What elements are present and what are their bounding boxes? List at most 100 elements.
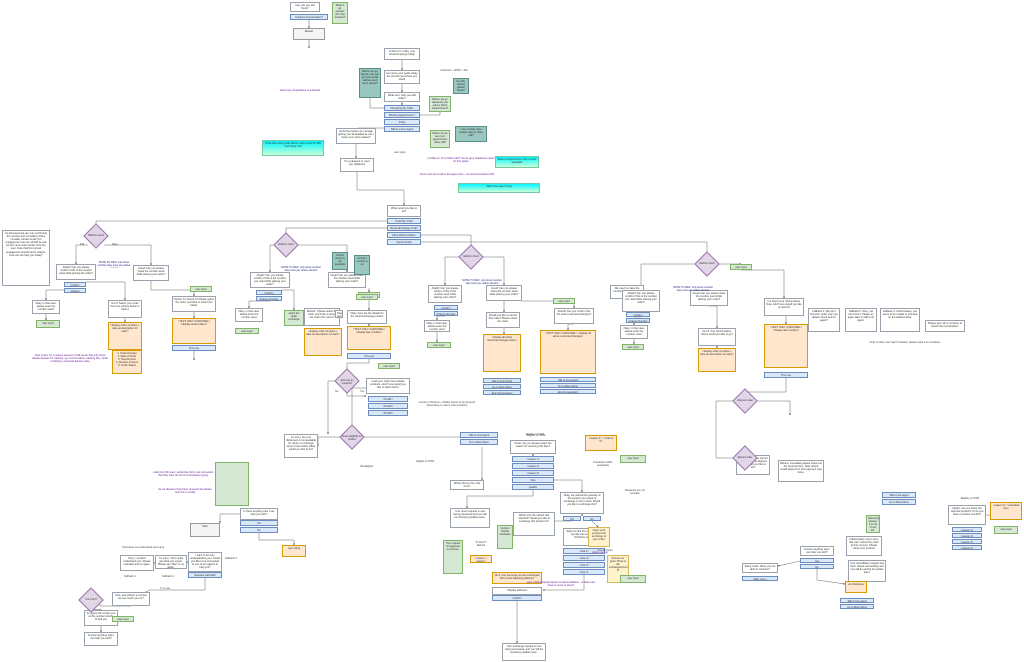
connector-36 (436, 315, 445, 321)
node-n-freelance: Freelance builds separately (593, 461, 613, 468)
node-n-user-d: user input (378, 363, 400, 369)
node-n-cancel: Cancel Order (387, 239, 421, 245)
node-n-display-m: <display order numbers + date as descrip… (304, 328, 342, 356)
node-n-number-of: number of buttons + details shown to be … (418, 401, 476, 408)
node-n-display-f: <display order numbers + date as descrip… (698, 348, 736, 372)
node-n-requests: Requests are not possible (625, 489, 645, 496)
node-n-prod1: <Prod1> (368, 396, 408, 402)
node-n-ifbot: If bot does not understand user input (121, 546, 165, 549)
node-n-goodbye: Good bye before we manage getting you al… (336, 128, 376, 144)
node-n-return: Return/Exchange Order (387, 225, 421, 231)
node-n-change-r: Change Number (434, 311, 458, 316)
node-n-userinput-c: user input (356, 294, 378, 300)
node-n-fallback2: Fallback 2: Sorry, we can't find it. Ple… (845, 308, 877, 332)
node-n-manage: Managing My Order (384, 105, 420, 111)
node-n-great-m: Great! Can you please share the number u… (328, 272, 366, 288)
node-n-no-c: No (800, 564, 834, 569)
node-n-size1: <size 1> (563, 548, 605, 554)
node-n-fallback1: Fallback 1: We can't find your order. Ca… (808, 308, 840, 332)
node-n-beforego: Before we go ahead do you want a Store A… (429, 96, 451, 112)
node-n-goback-r2: Go to Main Menu (483, 384, 521, 389)
annotation-a-note-tocall: NOTE TO DEV: only show number step once … (97, 261, 131, 268)
node-n-reason-c: <reason + reason> (470, 555, 492, 563)
connector-9 (356, 172, 405, 206)
node-n-change-l: Change Number (64, 288, 86, 293)
node-n-great-l: Great! Can you please share the number u… (133, 265, 169, 281)
node-n-okay-exchange: Okay, we noticed the quantity of the pro… (560, 492, 604, 514)
connector-64 (542, 575, 585, 591)
connector-51 (744, 378, 787, 393)
node-n-isthere-c: Is there anything else I can help you wi… (800, 546, 834, 556)
node-n-loadmore: Load your order has multiple products, w… (366, 378, 410, 394)
node-n-thisone-m: This one (347, 353, 391, 359)
connector-63 (591, 520, 599, 528)
node-n-okay-l: Okay, in that case, please enter the num… (32, 300, 60, 314)
node-n-tonow: T. to now (159, 587, 171, 590)
edge-label-l-yes: Yes (360, 390, 365, 393)
connector-10 (95, 220, 387, 229)
node-n-found-r: Found! Can you confirm this the active r… (554, 308, 594, 324)
node-n-change-f: Change Number (626, 318, 650, 323)
connector-43 (640, 263, 699, 291)
annotation-a-or: or (Wa) as: Or a Video Call? can be grey… (427, 157, 495, 164)
node-n-yourcancel: Your cancellation request has been raise… (848, 560, 886, 582)
node-n-unfort2: Unfortunately, we're sorry. We can't can… (846, 536, 882, 556)
node-n-display-l: <display order numbers + date as descrip… (108, 322, 142, 350)
node-n-before: Before we go ahead, can you get your ema… (359, 68, 381, 98)
node-n-which: Which size the variant has matched? Woul… (513, 512, 555, 536)
node-n-fallback3: Fallback 3: Unfortunately, you seem to b… (880, 308, 920, 332)
annotation-a-address: save edit/exchange happen to select addr… (526, 581, 596, 588)
node-n-channel: Channels - ePWA + Wa (440, 69, 468, 72)
node-n-track: Track My Order (387, 218, 421, 224)
node-n-whatcan: What can I help you with today? (384, 92, 420, 102)
decision-label-d-yesno: Yes or No? (85, 598, 97, 601)
node-n-content: Content Partial resolution (497, 525, 513, 549)
node-n-xopt2: <reason 2> (952, 533, 982, 538)
node-n-top1: Hey, are you still there? (290, 2, 320, 12)
node-n-user-r: user input (427, 342, 451, 348)
node-n-alright-f: Alright! Can you please confirm if this … (622, 290, 660, 312)
node-n-fallback3-lbl: Fallback 3 (225, 557, 237, 560)
node-n-great-f: Great! Can you please share the number u… (690, 290, 728, 306)
node-n-prod3: <Prod3> (368, 410, 408, 416)
node-n-restart: Restart (293, 28, 325, 40)
connector-27 (282, 289, 295, 311)
node-n-cancel-c: <reason 2> / cancelled item (990, 502, 1022, 520)
node-n-endnow: end thankyou (845, 581, 867, 593)
node-n-sorry-dont: Sorry, I couldn't understand you. Please… (120, 555, 154, 571)
node-n-top2: Wrap it up, operate the chat session? (332, 2, 348, 24)
decision-label-d-m: platform check (278, 243, 294, 246)
node-n-displaytext: Display text's select (335, 310, 343, 318)
connector-17 (86, 281, 126, 301)
node-n-size4: <size 4> (563, 569, 605, 575)
node-n-xopt1: <reason 1> (952, 527, 982, 532)
connector-67 (258, 533, 295, 546)
connector-12 (421, 234, 472, 249)
connector-33 (327, 380, 339, 435)
connector-14 (75, 244, 88, 265)
node-n-user-f2: user input (730, 264, 752, 270)
node-n-user-h: user input (112, 616, 134, 622)
node-n-yourrq: Your request is logged as in process. (443, 540, 463, 574)
node-n-user-f: user input (622, 344, 644, 350)
connector-74 (816, 569, 846, 585)
node-n-yes: Yes (563, 516, 581, 521)
connector-34 (444, 256, 463, 286)
edge-label-l-no: No (335, 390, 339, 393)
node-n-goback-r: Go to Main Menu (540, 383, 596, 388)
node-n-returning: Returning answer, it is not in our list. (866, 515, 880, 533)
node-n-xopt3: <reason 3> (952, 539, 982, 544)
node-n-refund-stat: Refund, immediate please check out the r… (778, 460, 824, 482)
node-n-where: Where do we send our appointment video c… (430, 130, 450, 148)
edge-label-l-eligp: Eligible on PWA (527, 434, 546, 437)
node-n-great-r: Great! Can you please share the number u… (486, 285, 522, 301)
annotation-a-note-tocall2: NOTE TO DEV: only show number step once … (281, 266, 321, 273)
connector-75 (777, 560, 801, 567)
node-n-xopt4: <reason 4> (952, 545, 982, 550)
node-n-fallback-lbl: Fallback 1 (124, 575, 136, 578)
node-n-wherefrom: Where did you buy this from? (450, 480, 484, 490)
annotation-a-video: client must send call to the agent here … (419, 173, 495, 176)
node-n-reason2: <reason 2> (512, 463, 554, 469)
node-n-your-exch: Your exchange request is now being proce… (502, 643, 546, 661)
node-n-talk-r: Talk to Live Agent (540, 377, 596, 382)
